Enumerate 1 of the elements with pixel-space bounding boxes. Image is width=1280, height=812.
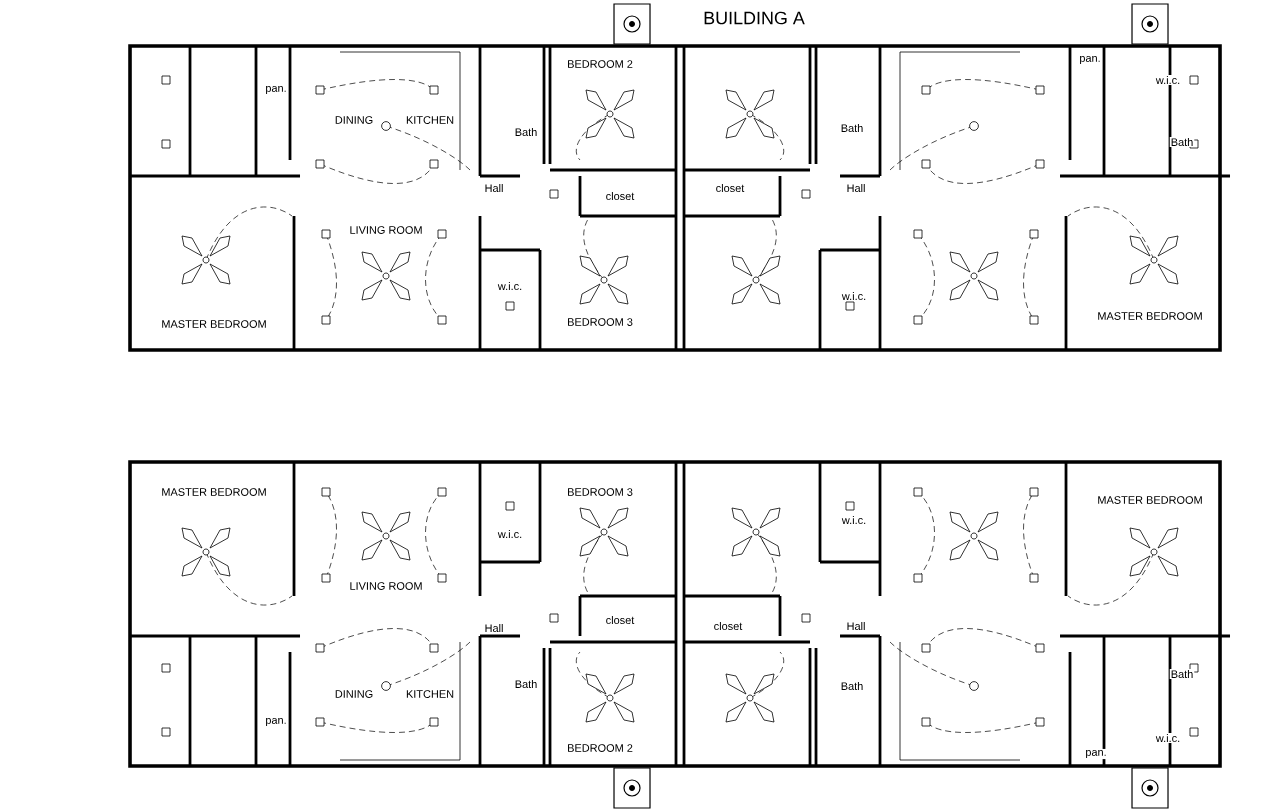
title: BUILDING A bbox=[704, 11, 805, 25]
